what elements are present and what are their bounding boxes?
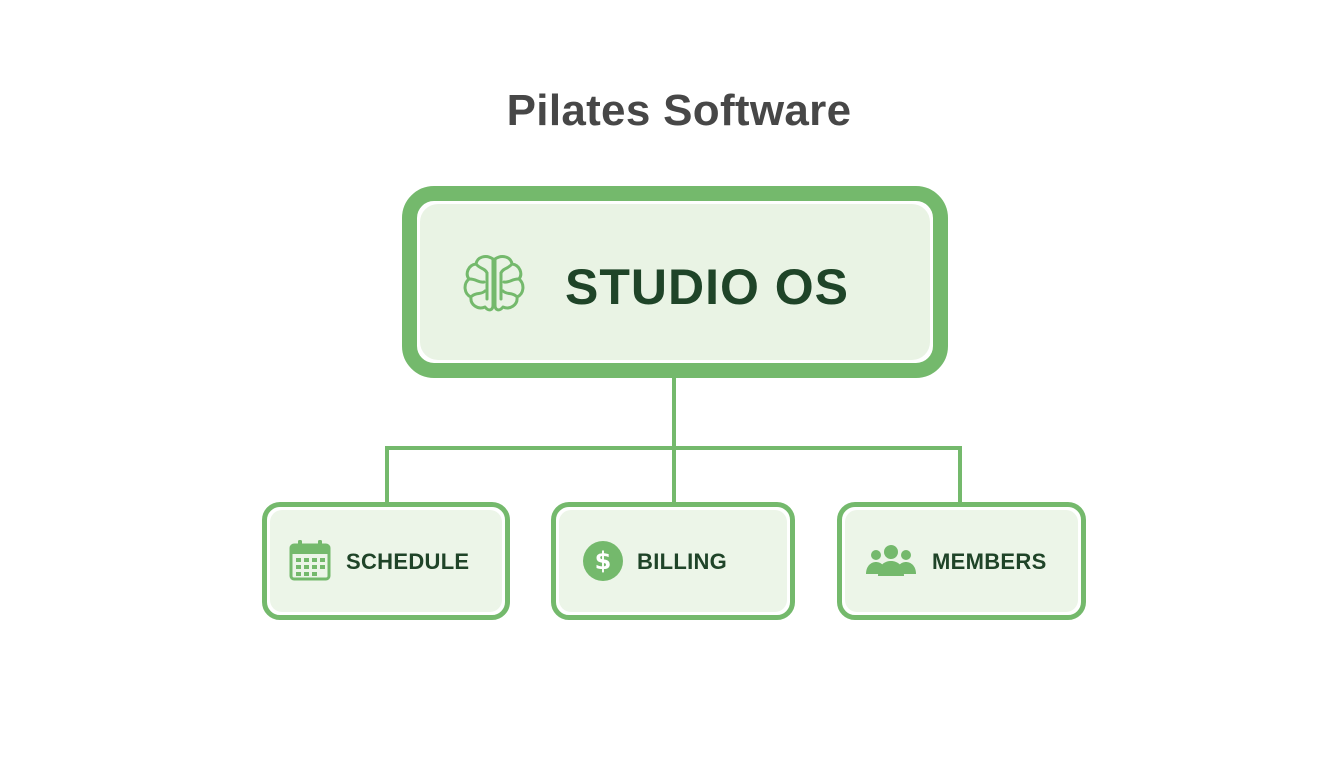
svg-text:$: $ — [595, 547, 612, 575]
billing-node-panel: $ BILLING — [559, 510, 787, 612]
root-node-label: STUDIO OS — [565, 259, 850, 315]
root-node-panel: STUDIO OS — [420, 204, 930, 360]
billing-node: $ BILLING — [551, 502, 795, 620]
schedule-node: SCHEDULE — [262, 502, 510, 620]
diagram-title: Pilates Software — [506, 86, 852, 135]
billing-node-label: BILLING — [637, 549, 728, 574]
members-node: MEMBERS — [837, 502, 1086, 620]
calendar-icon — [289, 540, 331, 581]
members-node-panel: MEMBERS — [845, 510, 1078, 612]
brain-icon — [463, 255, 525, 312]
root-node: STUDIO OS — [402, 186, 948, 378]
dollar-icon: $ — [583, 541, 623, 581]
schedule-node-label: SCHEDULE — [346, 549, 470, 574]
members-node-label: MEMBERS — [932, 549, 1047, 574]
users-icon — [866, 545, 916, 576]
schedule-node-panel: SCHEDULE — [270, 510, 502, 612]
